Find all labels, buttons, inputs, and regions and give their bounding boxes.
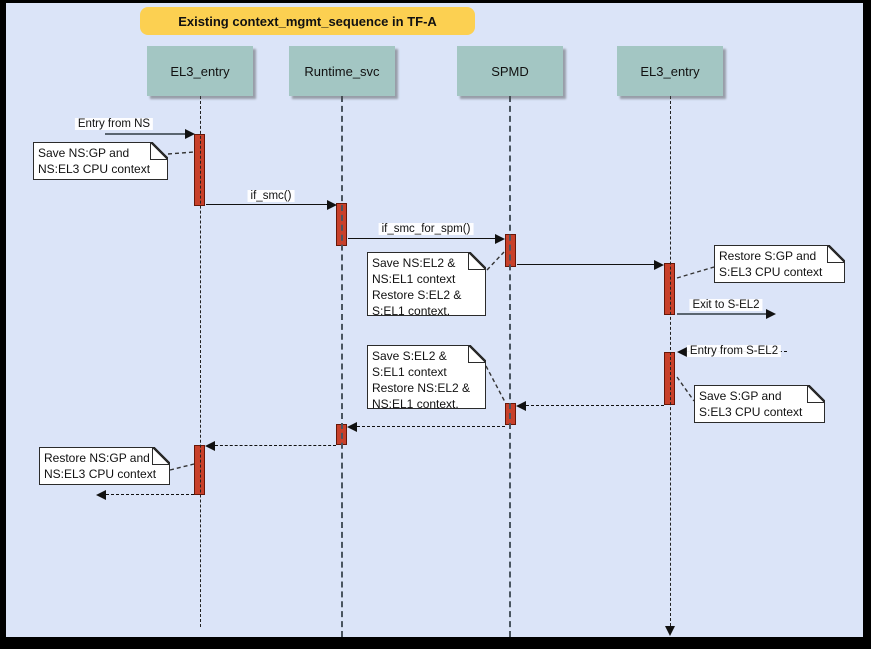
note-text: S:EL1 context. xyxy=(372,304,451,318)
lifeline-runtime-svc xyxy=(341,96,343,637)
message-line-exit-to-s-el2 xyxy=(677,313,767,315)
message-label: Entry from S-EL2 xyxy=(686,345,782,357)
note-restore-ns-gp: Restore NS:GP and NS:EL3 CPU context xyxy=(39,446,171,485)
message-label: if_smc() xyxy=(247,190,295,202)
note-save-ns-gp: Save NS:GP and NS:EL3 CPU context xyxy=(33,141,169,180)
note-restore-s-gp: Restore S:GP and S:EL3 CPU context xyxy=(714,244,846,283)
note-fold-icon xyxy=(150,141,169,160)
note-save-s-el2: Save S:EL2 & S:EL1 context Restore NS:EL… xyxy=(367,344,487,411)
message-label: Entry from NS xyxy=(74,118,154,130)
note-fold-icon xyxy=(827,244,846,263)
arrowhead-left-icon xyxy=(347,422,357,432)
arrowhead-right-icon xyxy=(327,200,337,210)
note-text: Restore NS:GP and xyxy=(44,451,150,465)
lifeline-el3-entry-1 xyxy=(199,96,201,627)
message-line-if-smc-for-spm xyxy=(348,238,496,239)
message-line-if-smc xyxy=(206,204,328,205)
note-text: S:EL3 CPU context xyxy=(719,265,823,279)
return-line-spmd-to-runtime xyxy=(357,426,505,427)
return-line-el3-to-ns xyxy=(106,494,194,495)
note-text: NS:EL3 CPU context xyxy=(38,162,151,176)
diagram-background xyxy=(6,3,863,637)
arrowhead-right-icon xyxy=(654,260,664,270)
note-fold-icon xyxy=(152,446,171,465)
message-line-spmd-to-el3 xyxy=(517,264,655,265)
participant-label: Runtime_svc xyxy=(304,63,380,79)
note-text: Save S:EL2 & xyxy=(372,349,447,363)
message-label: if_smc_for_spm() xyxy=(378,223,474,235)
arrowhead-left-icon xyxy=(205,441,215,451)
note-fold-icon xyxy=(468,251,487,270)
arrowhead-right-icon xyxy=(495,234,505,244)
participant-header-spmd: SPMD xyxy=(457,46,563,96)
participant-header-el3-entry-1: EL3_entry xyxy=(147,46,253,96)
arrowhead-left-icon xyxy=(677,347,687,357)
return-line-el3-to-spmd xyxy=(526,405,664,406)
note-text: Save NS:EL2 & xyxy=(372,256,456,270)
lifeline-spmd xyxy=(509,96,511,637)
note-text: S:EL3 CPU context xyxy=(699,405,803,419)
participant-label: EL3_entry xyxy=(170,63,230,79)
note-save-s-gp: Save S:GP and S:EL3 CPU context xyxy=(694,384,826,423)
note-text: Restore S:EL2 & xyxy=(372,288,462,302)
note-text: S:EL1 context xyxy=(372,365,447,379)
note-text: NS:EL3 CPU context xyxy=(44,467,157,481)
message-label: Exit to S-EL2 xyxy=(689,299,763,311)
lifeline-el3-entry-2 xyxy=(669,96,671,626)
message-line-entry-from-ns xyxy=(105,133,186,135)
diagram-title: Existing context_mgmt_sequence in TF-A xyxy=(140,7,475,35)
note-fold-icon xyxy=(468,344,487,363)
arrowhead-left-icon xyxy=(516,401,526,411)
arrowhead-left-icon xyxy=(96,490,106,500)
note-save-ns-el2: Save NS:EL2 & NS:EL1 context Restore S:E… xyxy=(367,251,487,318)
note-text: Save S:GP and xyxy=(699,389,782,403)
participant-label: SPMD xyxy=(491,63,529,79)
lifeline-end-arrow-icon xyxy=(665,626,675,636)
note-text: NS:EL1 context xyxy=(372,272,456,286)
participant-header-runtime-svc: Runtime_svc xyxy=(289,46,395,96)
participant-label: EL3_entry xyxy=(640,63,700,79)
note-fold-icon xyxy=(807,384,826,403)
arrowhead-right-icon xyxy=(766,309,776,319)
note-text: NS:EL1 context. xyxy=(372,397,459,411)
note-text: Restore NS:EL2 & xyxy=(372,381,471,395)
note-text: Restore S:GP and xyxy=(719,249,817,263)
arrowhead-right-icon xyxy=(185,129,195,139)
note-text: Save NS:GP and xyxy=(38,146,130,160)
participant-header-el3-entry-2: EL3_entry xyxy=(617,46,723,96)
return-line-runtime-to-el3 xyxy=(215,445,336,446)
